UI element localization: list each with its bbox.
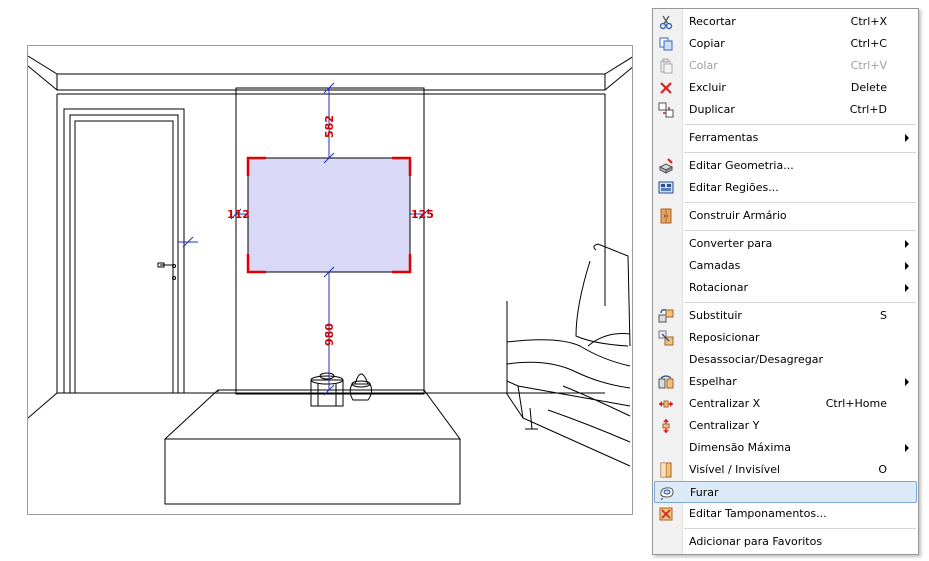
menu-item-duplicar[interactable]: Duplicar Ctrl+D bbox=[654, 99, 917, 121]
dimension-bottom-label: 980 bbox=[323, 323, 336, 346]
paste-icon bbox=[660, 58, 673, 74]
delete-icon bbox=[660, 82, 672, 94]
menu-item-adicionar-favoritos[interactable]: Adicionar para Favoritos bbox=[654, 531, 917, 553]
dimension-left-label: 112 bbox=[227, 208, 250, 221]
menu-item-label: Reposicionar bbox=[689, 331, 760, 344]
menu-item-construir-armario[interactable]: Construir Armário bbox=[654, 205, 917, 227]
door bbox=[63, 108, 185, 393]
menu-item-label: Duplicar bbox=[689, 103, 735, 116]
wall-panel bbox=[235, 87, 425, 395]
dimension-lines bbox=[178, 82, 430, 396]
center-x-icon bbox=[659, 400, 673, 408]
menu-separator bbox=[684, 230, 916, 231]
vase-right bbox=[349, 373, 373, 401]
menu-item-editar-tamponamentos[interactable]: Editar Tamponamentos... bbox=[654, 503, 917, 525]
menu-item-label: Desassociar/Desagregar bbox=[689, 353, 823, 366]
dimension-right-label: 125 bbox=[411, 208, 434, 221]
edit-covers-icon bbox=[659, 507, 673, 521]
submenu-arrow-icon bbox=[905, 240, 909, 248]
menu-separator bbox=[684, 152, 916, 153]
menu-item-shortcut: S bbox=[880, 309, 887, 322]
edit-geometry-icon bbox=[658, 158, 674, 174]
menu-item-substituir[interactable]: Substituir S bbox=[654, 305, 917, 327]
menu-item-desassociar[interactable]: Desassociar/Desagregar bbox=[654, 349, 917, 371]
menu-item-label: Copiar bbox=[689, 37, 725, 50]
menu-item-centralizar-x[interactable]: Centralizar X Ctrl+Home bbox=[654, 393, 917, 415]
menu-separator bbox=[684, 124, 916, 125]
menu-item-label: Dimensão Máxima bbox=[689, 441, 791, 454]
submenu-arrow-icon bbox=[905, 262, 909, 270]
room-scene: 582 980 112 125 bbox=[28, 55, 632, 505]
submenu-arrow-icon bbox=[905, 378, 909, 386]
menu-item-shortcut: Ctrl+Home bbox=[825, 397, 887, 410]
menu-item-label: Recortar bbox=[689, 15, 736, 28]
menu-item-shortcut: Ctrl+X bbox=[850, 15, 887, 28]
cabinet-icon bbox=[660, 208, 672, 224]
menu-item-label: Rotacionar bbox=[689, 281, 749, 294]
submenu-arrow-icon bbox=[905, 444, 909, 452]
table bbox=[163, 389, 461, 505]
menu-item-converter-para[interactable]: Converter para bbox=[654, 233, 917, 255]
menu-item-label: Visível / Invisível bbox=[689, 463, 781, 476]
menu-separator bbox=[684, 302, 916, 303]
menu-item-dimensao-maxima[interactable]: Dimensão Máxima bbox=[654, 437, 917, 459]
menu-item-editar-geometria[interactable]: Editar Geometria... bbox=[654, 155, 917, 177]
3d-viewport[interactable]: 582 980 112 125 bbox=[27, 45, 633, 515]
menu-item-ferramentas[interactable]: Ferramentas bbox=[654, 127, 917, 149]
submenu-arrow-icon bbox=[905, 134, 909, 142]
menu-item-excluir[interactable]: Excluir Delete bbox=[654, 77, 917, 99]
menu-item-label: Editar Geometria... bbox=[689, 159, 794, 172]
edit-regions-icon bbox=[658, 181, 674, 194]
menu-item-shortcut: Ctrl+D bbox=[849, 103, 887, 116]
mirror-icon bbox=[658, 375, 674, 389]
menu-item-shortcut: O bbox=[878, 463, 887, 476]
menu-item-label: Adicionar para Favoritos bbox=[689, 535, 823, 548]
menu-separator bbox=[684, 202, 916, 203]
menu-item-colar[interactable]: Colar Ctrl+V bbox=[654, 55, 917, 77]
dimension-top-label: 582 bbox=[323, 115, 336, 138]
menu-item-shortcut: Ctrl+V bbox=[850, 59, 887, 72]
copy-icon bbox=[659, 37, 673, 51]
menu-item-reposicionar[interactable]: Reposicionar bbox=[654, 327, 917, 349]
menu-item-label: Excluir bbox=[689, 81, 726, 94]
menu-item-furar[interactable]: Furar bbox=[654, 481, 917, 503]
menu-item-copiar[interactable]: Copiar Ctrl+C bbox=[654, 33, 917, 55]
replace-icon bbox=[658, 309, 674, 323]
reposition-icon bbox=[658, 330, 674, 346]
menu-item-label: Substituir bbox=[689, 309, 742, 322]
menu-item-label: Espelhar bbox=[689, 375, 737, 388]
context-menu: Recortar Ctrl+X Copiar Ctrl+C Colar Ctrl… bbox=[652, 8, 919, 555]
menu-item-label: Camadas bbox=[689, 259, 741, 272]
menu-item-visivel-invisivel[interactable]: Visível / Invisível O bbox=[654, 459, 917, 481]
menu-item-camadas[interactable]: Camadas bbox=[654, 255, 917, 277]
submenu-arrow-icon bbox=[905, 284, 909, 292]
ceiling-cornice bbox=[28, 55, 632, 91]
menu-item-recortar[interactable]: Recortar Ctrl+X bbox=[654, 11, 917, 33]
menu-item-label: Furar bbox=[690, 486, 719, 499]
visibility-icon bbox=[660, 462, 672, 478]
menu-item-label: Construir Armário bbox=[689, 209, 787, 222]
selected-opening[interactable] bbox=[247, 157, 411, 273]
center-y-icon bbox=[662, 419, 670, 433]
menu-item-label: Centralizar Y bbox=[689, 419, 760, 432]
menu-item-label: Converter para bbox=[689, 237, 773, 250]
drill-icon bbox=[660, 487, 674, 501]
menu-item-label: Colar bbox=[689, 59, 718, 72]
menu-item-label: Editar Regiões... bbox=[689, 181, 779, 194]
sofa bbox=[506, 243, 631, 467]
menu-item-shortcut: Delete bbox=[850, 81, 887, 94]
scissors-icon bbox=[659, 15, 673, 30]
menu-separator bbox=[684, 528, 916, 529]
menu-item-shortcut: Ctrl+C bbox=[850, 37, 887, 50]
vase-left bbox=[310, 372, 344, 407]
selection-corners bbox=[246, 156, 412, 274]
menu-item-label: Centralizar X bbox=[689, 397, 761, 410]
duplicate-icon bbox=[658, 102, 674, 118]
menu-item-label: Editar Tamponamentos... bbox=[689, 507, 827, 520]
menu-item-label: Ferramentas bbox=[689, 131, 759, 144]
menu-item-espelhar[interactable]: Espelhar bbox=[654, 371, 917, 393]
menu-item-centralizar-y[interactable]: Centralizar Y bbox=[654, 415, 917, 437]
menu-item-rotacionar[interactable]: Rotacionar bbox=[654, 277, 917, 299]
menu-item-editar-regioes[interactable]: Editar Regiões... bbox=[654, 177, 917, 199]
